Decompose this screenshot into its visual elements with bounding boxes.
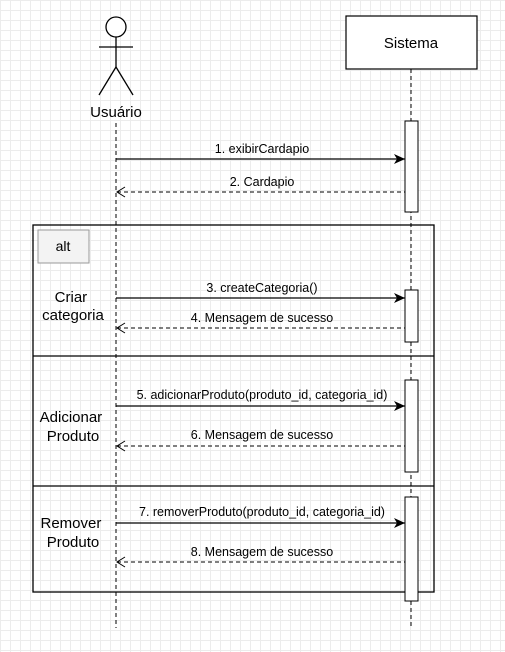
message-label: 1. exibirCardapio (215, 142, 310, 156)
message-label: 7. removerProduto(produto_id, categoria_… (139, 505, 385, 519)
guard-label: Criar categoria (42, 289, 104, 324)
message: 3. createCategoria() (116, 281, 405, 303)
guard-label: Adicionar Produto (40, 409, 107, 445)
message: 8. Mensagem de sucesso (116, 545, 405, 568)
system-participant-label: Sistema (384, 35, 439, 52)
user-actor-right-leg (115, 66, 134, 96)
alt-fragment-operator-label: alt (56, 238, 71, 254)
alt-fragment-frame (32, 224, 435, 593)
system-participant[interactable]: Sistema (345, 15, 478, 70)
activation-bar (404, 496, 419, 602)
message: 6. Mensagem de sucesso (116, 428, 405, 452)
message: 5. adicionarProduto(produto_id, categori… (116, 388, 405, 411)
message: 7. removerProduto(produto_id, categoria_… (116, 505, 405, 528)
activation-bar (404, 120, 419, 213)
user-actor-left-leg (98, 66, 117, 96)
alt-fragment-operator-tab (37, 229, 90, 264)
message-label: 2. Cardapio (230, 175, 295, 189)
message-label: 5. adicionarProduto(produto_id, categori… (137, 388, 388, 402)
message: 1. exibirCardapio (116, 142, 405, 164)
user-actor[interactable]: Usuário (90, 16, 142, 121)
guard-label: Remover Produto (40, 515, 105, 551)
user-actor-label: Usuário (90, 104, 142, 121)
message: 4. Mensagem de sucesso (116, 311, 405, 334)
message-label: 3. createCategoria() (206, 281, 317, 295)
system-participant-box (345, 15, 478, 70)
message: 2. Cardapio (116, 175, 405, 198)
activation-bar (404, 289, 419, 343)
message-label: 8. Mensagem de sucesso (191, 545, 333, 559)
activation-bar (404, 379, 419, 473)
alt-fragment: alt (32, 224, 435, 593)
user-actor-head (105, 16, 127, 38)
message-label: 4. Mensagem de sucesso (191, 311, 333, 325)
message-label: 6. Mensagem de sucesso (191, 428, 333, 442)
